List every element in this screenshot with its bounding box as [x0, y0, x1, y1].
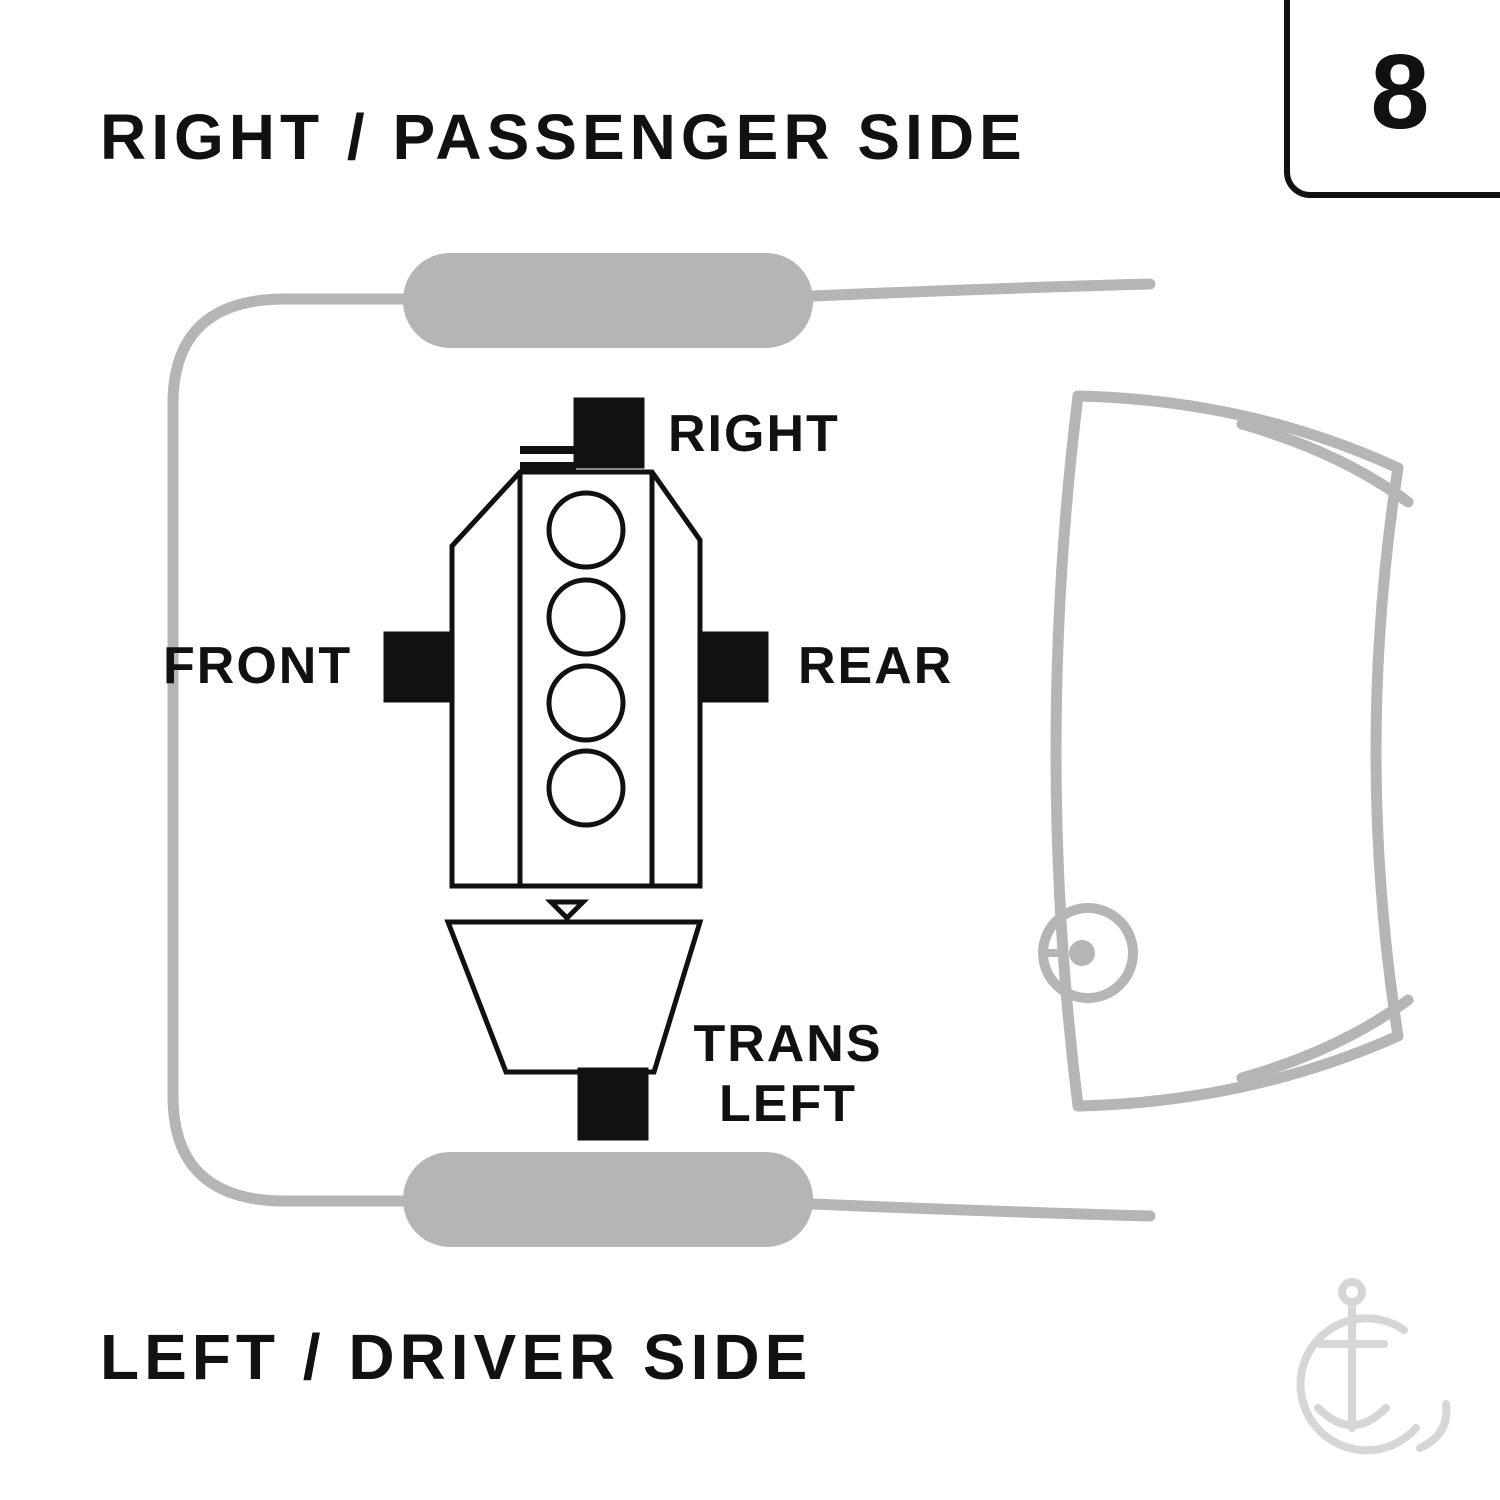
engine-diagram [383, 397, 769, 1141]
position-number-box: 8 [1284, 0, 1500, 198]
mount-label-rear: REAR [798, 637, 954, 695]
windshield-right-edge [1370, 462, 1404, 1042]
transmission [444, 919, 704, 1075]
mount-label-trans-line2: LEFT [719, 1075, 857, 1133]
tire-bottom [403, 1152, 813, 1247]
mount-front [383, 631, 455, 703]
mount-right [573, 397, 645, 469]
cylinder-4 [546, 748, 626, 828]
car-body-left-outline [167, 293, 414, 1207]
windshield-bottom-edge [1072, 1030, 1404, 1112]
a-pillar-top-line [1236, 418, 1414, 508]
mount-trans-left [577, 1067, 649, 1141]
windshield-top-edge [1072, 390, 1404, 474]
steering-wheel-icon [1038, 903, 1138, 1003]
car-outline [167, 278, 1414, 1222]
mount-label-trans-line1: TRANS [693, 1015, 883, 1073]
watermark-anchor-logo [1296, 1278, 1451, 1455]
windshield-left-edge [1050, 390, 1084, 1112]
cylinder-3 [546, 663, 626, 743]
trans-funnel [544, 899, 590, 922]
position-number: 8 [1370, 32, 1430, 151]
cylinder-1 [546, 490, 626, 570]
mount-label-right: RIGHT [668, 405, 840, 463]
cylinder-2 [546, 577, 626, 657]
top-side-label: RIGHT / PASSENGER SIDE [100, 101, 1027, 173]
tire-top [403, 253, 813, 348]
car-body-top-line [807, 278, 1156, 302]
mount-rear [697, 631, 769, 703]
mount-label-trans-left: TRANS LEFT [688, 1014, 888, 1134]
a-pillar-bottom-line [1236, 994, 1414, 1084]
mount-label-front: FRONT [163, 637, 353, 695]
car-body-bottom-line [807, 1198, 1156, 1222]
bottom-side-label: LEFT / DRIVER SIDE [100, 1321, 813, 1393]
